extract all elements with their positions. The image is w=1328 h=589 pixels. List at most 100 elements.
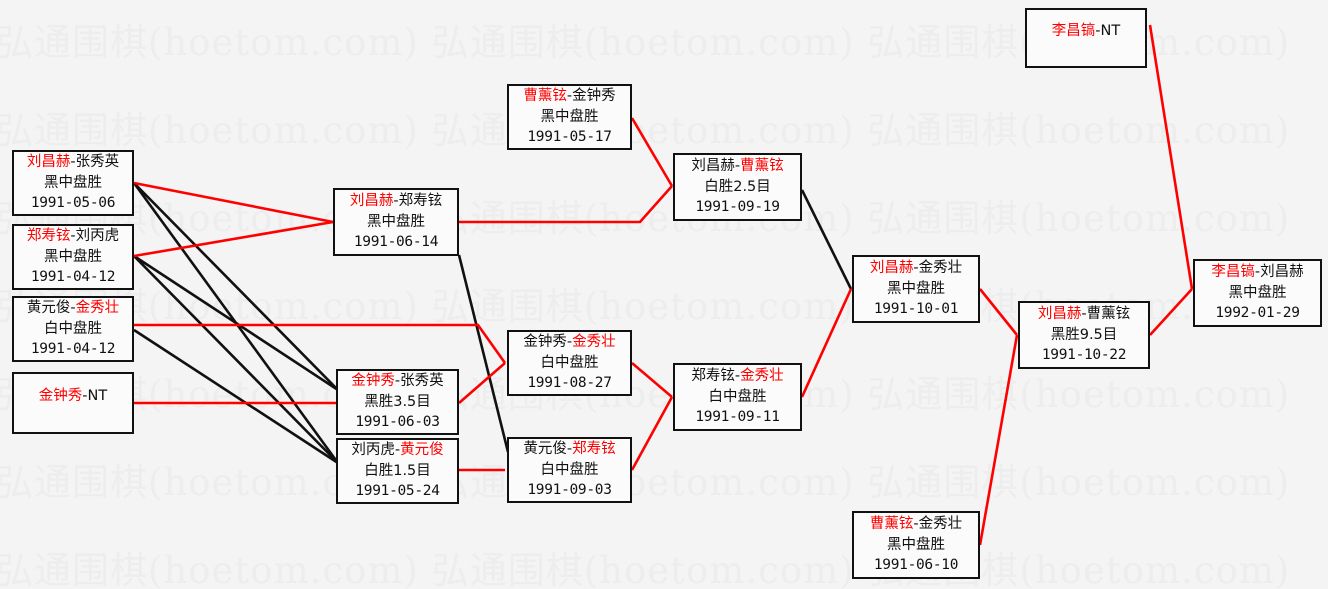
match-result: 黑中盘胜 bbox=[887, 536, 945, 553]
match-date: 1991-04-12 bbox=[30, 341, 116, 358]
player-winner: 曹薰铉 bbox=[523, 88, 567, 105]
match-result: 黑中盘胜 bbox=[44, 248, 102, 265]
player-loser: 刘丙虎 bbox=[351, 442, 395, 459]
player-winner: 金秀壮 bbox=[740, 368, 784, 385]
player-loser: 刘丙虎 bbox=[75, 228, 120, 245]
player-winner: 金钟秀 bbox=[38, 387, 83, 404]
match-box-r3-m3[interactable]: 黄元俊-郑寿铉白中盘胜 1991-09-03 bbox=[507, 437, 632, 503]
match-result: 黑中盘胜 bbox=[367, 213, 425, 230]
match-players: 李昌镐-刘昌赫 bbox=[1211, 262, 1303, 283]
player-separator: - bbox=[394, 373, 401, 390]
player-winner: 李昌镐 bbox=[1211, 264, 1255, 281]
match-players: 刘昌赫-曹薰铉 bbox=[1038, 304, 1130, 325]
player-separator: - bbox=[913, 516, 919, 533]
match-result: 黑中盘胜 bbox=[887, 280, 945, 297]
match-box-r4-m1[interactable]: 刘昌赫-曹薰铉白胜2.5目 1991-09-19 bbox=[673, 153, 802, 221]
player-winner: 郑寿铉 bbox=[572, 441, 616, 458]
player-loser: 刘昌赫 bbox=[691, 158, 735, 175]
match-date: 1991-09-19 bbox=[695, 199, 780, 216]
match-players: 郑寿铉-金秀壮 bbox=[691, 366, 783, 387]
match-result: 黑中盘胜 bbox=[540, 108, 599, 125]
match-players: 刘昌赫-郑寿铉 bbox=[350, 191, 442, 212]
match-box-r2-m1[interactable]: 刘昌赫-郑寿铉黑中盘胜 1991-06-14 bbox=[333, 188, 459, 256]
player-separator: - bbox=[82, 387, 88, 404]
match-players: 曹薰铉-金钟秀 bbox=[523, 86, 615, 107]
match-date: 1991-06-03 bbox=[355, 414, 440, 431]
match-box-r1-m1[interactable]: 刘昌赫-张秀英黑中盘胜 1991-05-06 bbox=[12, 150, 134, 216]
match-date: 1991-08-27 bbox=[527, 375, 612, 392]
match-result: 黑胜3.5目 bbox=[364, 393, 431, 410]
match-result: 黑中盘胜 bbox=[44, 174, 102, 191]
player-loser: 黄元俊 bbox=[523, 441, 567, 458]
match-result: 白中盘胜 bbox=[540, 461, 599, 478]
player-separator: - bbox=[70, 154, 76, 171]
match-players: 刘丙虎-黄元俊 bbox=[351, 440, 443, 461]
match-players: 刘昌赫-张秀英 bbox=[27, 152, 119, 173]
match-date: 1991-05-17 bbox=[527, 129, 612, 146]
match-date: 1991-06-10 bbox=[873, 557, 959, 574]
match-result: 白胜1.5目 bbox=[364, 462, 431, 479]
match-date: 1992-01-29 bbox=[1215, 305, 1300, 322]
player-winner: 郑寿铉 bbox=[26, 228, 71, 245]
player-winner: 刘昌赫 bbox=[26, 154, 71, 171]
match-box-r1-m3[interactable]: 黄元俊-金秀壮白中盘胜 1991-04-12 bbox=[12, 296, 134, 362]
player-separator: - bbox=[566, 334, 573, 351]
match-players: 刘昌赫-金秀壮 bbox=[870, 258, 962, 279]
match-players: 黄元俊-郑寿铉 bbox=[523, 439, 615, 460]
match-players: 李昌镐-NT bbox=[1052, 21, 1120, 42]
match-date: 1991-05-24 bbox=[355, 483, 440, 500]
match-result: 黑中盘胜 bbox=[1228, 284, 1287, 301]
player-winner: 刘昌赫 bbox=[869, 260, 914, 277]
player-winner: 曹薰铉 bbox=[869, 516, 914, 533]
player-loser: 金秀壮 bbox=[918, 260, 963, 277]
match-box-final[interactable]: 李昌镐-刘昌赫黑中盘胜 1992-01-29 bbox=[1193, 259, 1322, 327]
match-players: 黄元俊-金秀壮 bbox=[27, 298, 119, 319]
match-players: 金钟秀-NT bbox=[39, 386, 107, 407]
player-winner: 刘昌赫 bbox=[1037, 306, 1082, 323]
player-loser: 金秀壮 bbox=[918, 516, 963, 533]
player-separator: - bbox=[1095, 23, 1101, 40]
player-loser: NT bbox=[1100, 23, 1121, 40]
player-separator: - bbox=[1081, 306, 1087, 323]
player-separator: - bbox=[1254, 264, 1261, 281]
match-box-r1-m4[interactable]: 金钟秀-NT bbox=[12, 372, 134, 434]
player-loser: NT bbox=[87, 387, 108, 404]
match-players: 郑寿铉-刘丙虎 bbox=[27, 226, 119, 247]
player-loser: 郑寿铉 bbox=[398, 193, 443, 210]
player-winner: 金秀壮 bbox=[75, 300, 120, 317]
match-date: 1991-04-12 bbox=[30, 269, 116, 286]
match-box-r2-m3[interactable]: 刘丙虎-黄元俊白胜1.5目 1991-05-24 bbox=[336, 438, 459, 504]
match-result: 白中盘胜 bbox=[44, 320, 102, 337]
player-loser: 金钟秀 bbox=[523, 334, 567, 351]
player-winner: 黄元俊 bbox=[400, 442, 444, 459]
match-players: 刘昌赫-曹薰铉 bbox=[691, 156, 783, 177]
player-separator: - bbox=[734, 158, 741, 175]
player-separator: - bbox=[566, 88, 573, 105]
player-winner: 金秀壮 bbox=[572, 334, 616, 351]
match-result: 白胜2.5目 bbox=[704, 178, 771, 195]
match-date: 1991-06-14 bbox=[353, 234, 439, 251]
match-players: 曹薰铉-金秀壮 bbox=[870, 514, 962, 535]
player-loser: 郑寿铉 bbox=[691, 368, 735, 385]
match-players: 金钟秀-金秀壮 bbox=[523, 332, 615, 353]
match-date: 1991-10-22 bbox=[1041, 347, 1127, 364]
match-date: 1991-09-03 bbox=[527, 482, 612, 499]
match-result: 黑胜9.5目 bbox=[1050, 326, 1118, 343]
player-separator: - bbox=[70, 300, 76, 317]
player-loser: 金钟秀 bbox=[572, 88, 616, 105]
match-date: 1991-05-06 bbox=[30, 195, 116, 212]
player-loser: 曹薰铉 bbox=[1086, 306, 1131, 323]
match-date: 1991-09-11 bbox=[695, 409, 780, 426]
player-separator: - bbox=[70, 228, 76, 245]
match-box-r6-m2[interactable]: 李昌镐-NT bbox=[1025, 8, 1147, 68]
